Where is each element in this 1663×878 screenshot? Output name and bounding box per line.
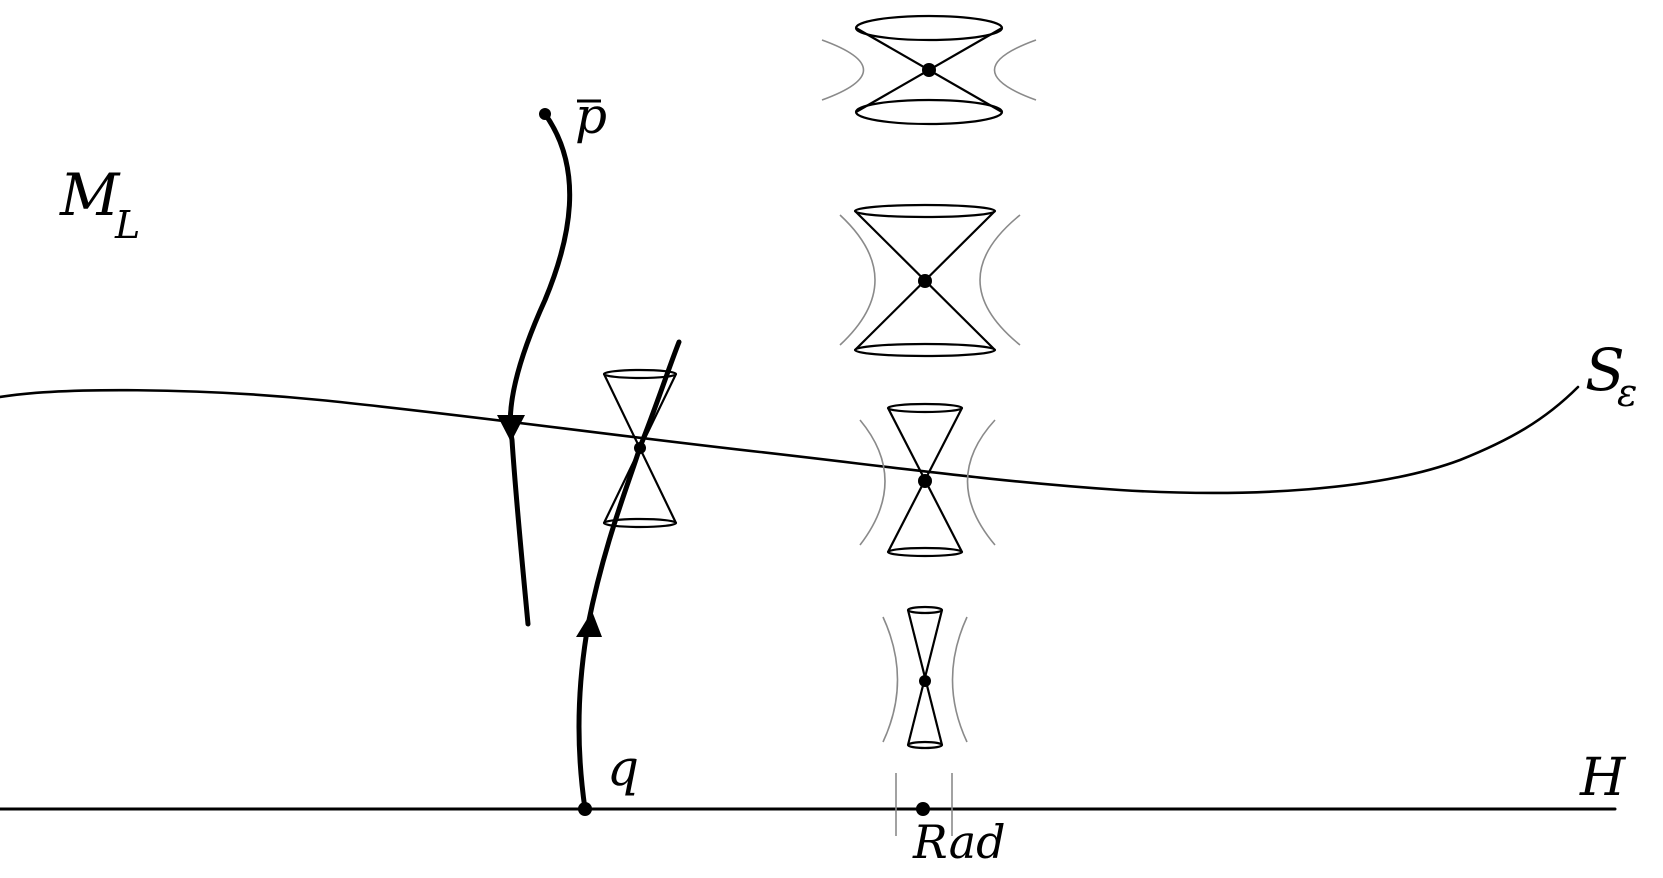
light-cone-upper bbox=[839, 203, 1021, 358]
label-rad: Rad bbox=[912, 815, 1006, 869]
label-manifold-subscript: L bbox=[114, 203, 140, 247]
tilted-light-cone bbox=[602, 368, 678, 529]
light-cone-lower bbox=[882, 605, 968, 750]
light-cone-middle bbox=[859, 402, 996, 558]
label-surface-subscript: ε bbox=[1617, 371, 1637, 415]
curve-from-q bbox=[576, 339, 682, 812]
arrowhead-up bbox=[576, 611, 602, 637]
point-q-dot bbox=[578, 802, 592, 816]
label-point-p: p bbox=[575, 87, 607, 145]
arrowhead-down bbox=[497, 415, 525, 442]
label-surface: S bbox=[1585, 336, 1625, 404]
label-point-q: q bbox=[607, 739, 639, 797]
label-horizon: H bbox=[1579, 748, 1627, 808]
curve-from-p bbox=[507, 111, 573, 627]
light-cone-degenerate bbox=[895, 773, 953, 836]
light-cone-top bbox=[821, 14, 1037, 126]
point-p-dot bbox=[539, 108, 551, 120]
surface-s-epsilon-curve bbox=[0, 385, 1580, 495]
label-manifold: M bbox=[59, 161, 121, 229]
